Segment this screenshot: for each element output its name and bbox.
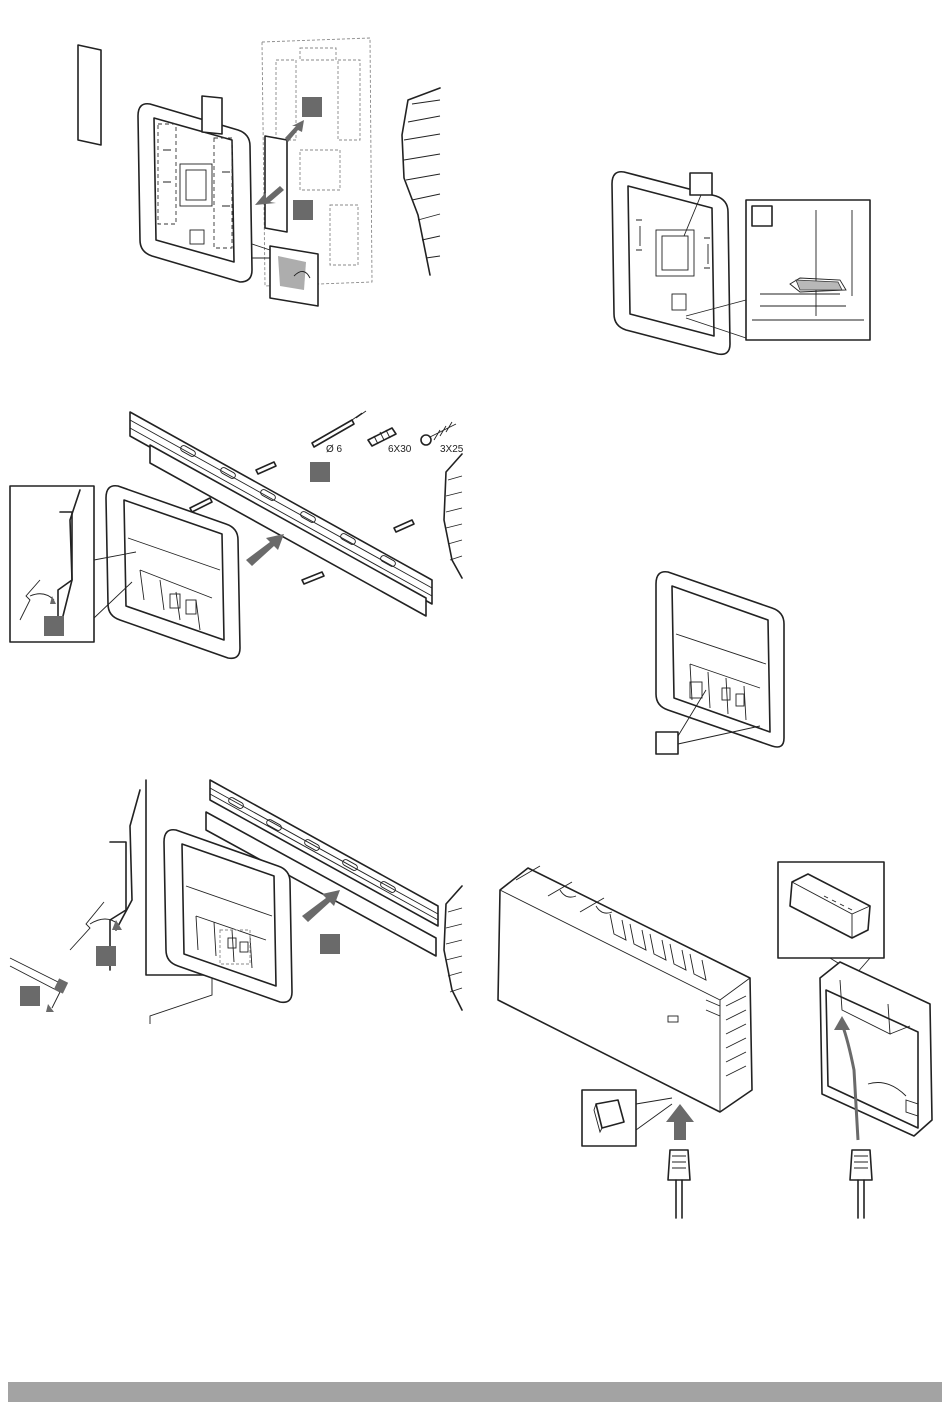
wall-section-icon <box>444 886 462 1010</box>
rj45-connector-icon <box>668 1150 690 1218</box>
screw-size-label: 3X25 <box>440 444 464 455</box>
step-rail-hooking <box>10 780 462 1024</box>
wall-section-icon <box>402 88 440 275</box>
callout-box-a <box>690 173 712 195</box>
step-adhesive-mounting <box>78 38 440 306</box>
callout-box-b <box>656 732 678 754</box>
step-marker-3 <box>310 462 330 482</box>
drill-size-label: Ø 6 <box>326 444 343 455</box>
arrow-icon <box>302 890 340 922</box>
footer-bar <box>8 1382 942 1402</box>
arrow-icon <box>246 534 284 566</box>
wall-bracket-icon <box>106 486 240 659</box>
wall-bracket-icon <box>656 572 784 747</box>
step-marker-6 <box>20 986 40 1006</box>
arrow-icon <box>285 120 304 142</box>
wall-section-icon <box>444 454 462 578</box>
step-rail-screw-mounting: Ø 6 6X30 3X25 <box>10 411 464 658</box>
screw-icon <box>421 422 456 445</box>
detail-inset-peel <box>252 244 318 306</box>
step-marker-2 <box>293 200 313 220</box>
wall-bracket-icon <box>138 104 252 282</box>
step-marker-1 <box>302 97 322 117</box>
step-marker-5 <box>96 946 116 966</box>
step-bracket-callout <box>656 572 784 754</box>
step-bracket-label <box>612 172 870 355</box>
adhesive-strip-icon <box>78 45 101 145</box>
adhesive-strip-icon <box>265 136 287 232</box>
controller-unit-icon <box>498 866 752 1112</box>
step-controller-connection <box>498 862 932 1218</box>
arrow-icon <box>666 1104 694 1140</box>
step-marker-4 <box>44 616 64 636</box>
rj45-connector-icon <box>850 1150 872 1218</box>
wall-plug-size-label: 6X30 <box>388 444 412 455</box>
drill-bit-icon <box>312 411 366 447</box>
step-marker-7 <box>320 934 340 954</box>
